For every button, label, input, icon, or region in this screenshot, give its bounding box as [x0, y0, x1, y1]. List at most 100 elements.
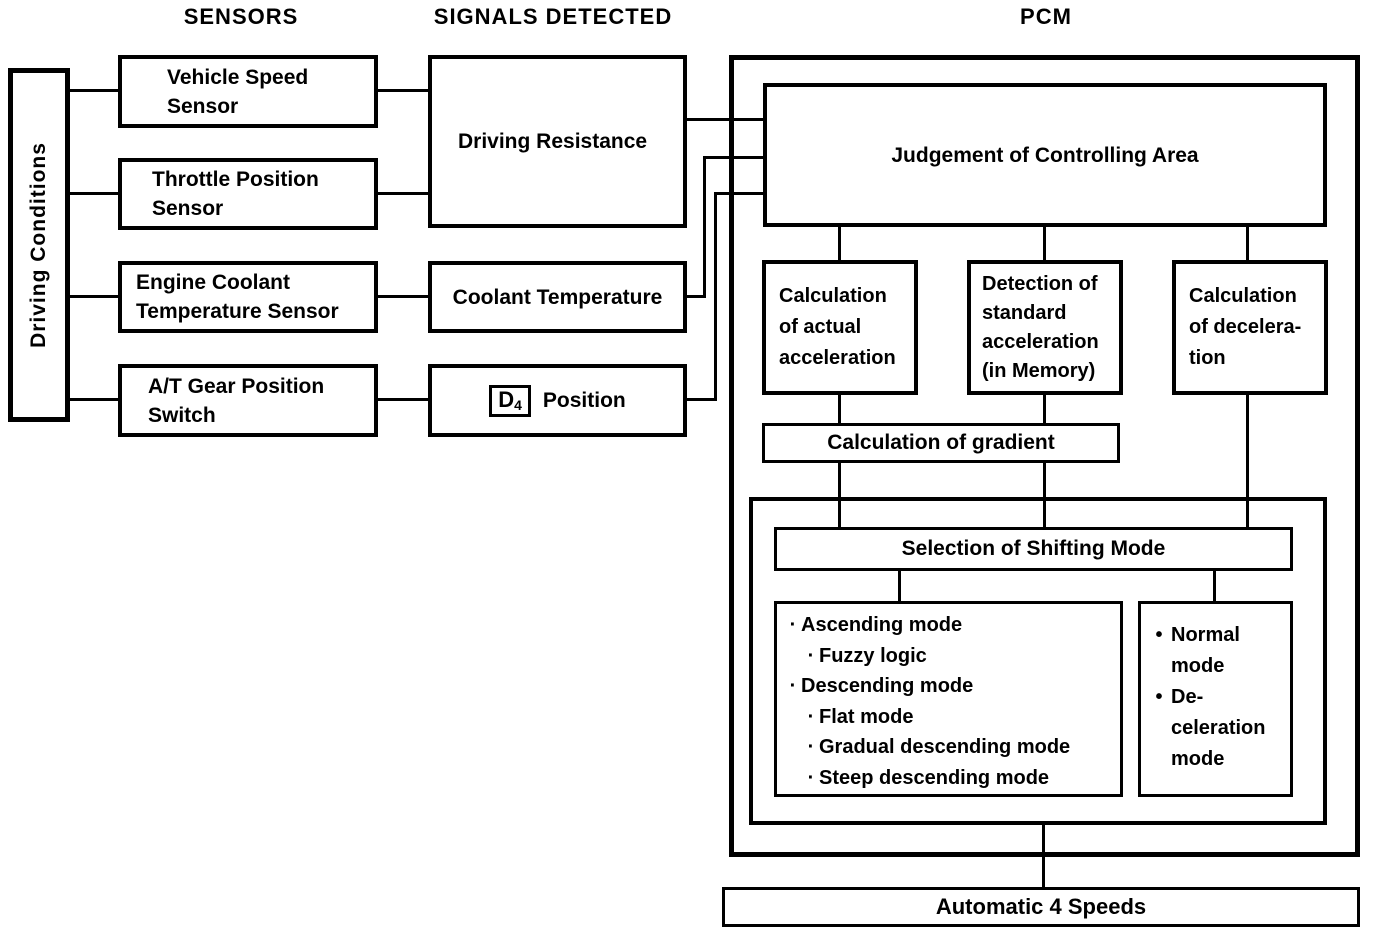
list-item: ·Ascending mode [777, 610, 1120, 641]
bullet-icon: · [807, 766, 815, 789]
calc-decel-line1: Calculation [1189, 285, 1297, 307]
list-item: • De- celeration mode [1147, 682, 1290, 775]
signals-detected-column-header: SIGNALS DETECTED [433, 4, 673, 29]
list-item: ·Descending mode [777, 671, 1120, 702]
bullet-icon: · [789, 614, 797, 636]
list-item: ·Fuzzy logic [777, 641, 1120, 672]
selection-shifting-mode-label: Selection of Shifting Mode [901, 537, 1166, 560]
sensors-column-header: SENSORS [183, 4, 299, 29]
list-item: ·Gradual descending mode [777, 732, 1120, 763]
calc-gradient-box: Calculation of gradient [762, 423, 1120, 463]
driving-conditions-box: Driving Conditions [8, 68, 70, 422]
at-gear-position-switch-line1: A/T Gear Position [148, 374, 325, 398]
vehicle-speed-sensor-line2: Sensor [167, 94, 239, 118]
shifting-mode-flat: Flat mode [819, 705, 914, 728]
list-item: ·Steep descending mode [777, 763, 1120, 794]
calc-decel-line3: tion [1189, 347, 1226, 369]
engine-coolant-temp-sensor-box: Engine Coolant Temperature Sensor [118, 261, 378, 333]
connector-coolant-elbow-h1 [687, 295, 705, 298]
deceleration-mode-line3: mode [1171, 748, 1225, 770]
bullet-icon: · [807, 644, 815, 667]
driving-conditions-label: Driving Conditions [27, 142, 50, 348]
connector-conditions-coolant [70, 295, 118, 298]
connector-coolant-judgement [703, 156, 763, 159]
connector-judgement-detection [1043, 227, 1046, 260]
at-gear-position-switch-box: A/T Gear Position Switch [118, 364, 378, 437]
connector-detection-gradient [1043, 395, 1046, 423]
connector-d4-elbow-v [714, 192, 717, 401]
d4-position-label: Position [542, 389, 626, 412]
connector-pcm-output [1042, 825, 1045, 887]
selection-shifting-mode-box: Selection of Shifting Mode [774, 527, 1293, 571]
bullet-icon: • [1155, 686, 1163, 708]
connector-conditions-vehicle [70, 89, 118, 92]
connector-conditions-throttle [70, 192, 118, 195]
list-item: ·Flat mode [777, 702, 1120, 733]
connector-gradient-selection-left [838, 463, 841, 527]
connector-gear-d4 [378, 398, 428, 401]
connector-coolant-elbow-v [703, 156, 706, 298]
connector-conditions-gear [70, 398, 118, 401]
at-gear-position-switch-line2: Switch [148, 403, 216, 427]
judgement-label: Judgement of Controlling Area [891, 143, 1199, 167]
calc-actual-line2: of actual [779, 316, 862, 338]
shifting-mode-ascending: Ascending mode [801, 614, 963, 636]
shifting-mode-fuzzy-logic: Fuzzy logic [819, 644, 927, 667]
bullet-icon: · [789, 675, 797, 697]
connector-d4-judgement [714, 192, 763, 195]
normal-mode-line1: Normal [1171, 624, 1240, 646]
normal-modes-list-box: • Normal mode • De- celeration mode [1138, 601, 1293, 797]
calc-gradient-label: Calculation of gradient [827, 431, 1055, 454]
connector-throttle-resistance [378, 192, 428, 195]
calc-actual-acceleration-box: Calculation of actual acceleration [762, 260, 918, 395]
throttle-position-sensor-line1: Throttle Position [152, 168, 319, 191]
engine-coolant-temp-sensor-line1: Engine Coolant [136, 271, 290, 294]
detection-line2: standard [982, 301, 1067, 324]
shifting-mode-descending: Descending mode [801, 675, 974, 697]
shifting-mode-steep-descending: Steep descending mode [819, 766, 1050, 789]
driving-resistance-label: Driving Resistance [458, 130, 648, 153]
connector-vehicle-resistance [378, 89, 428, 92]
pcm-column-header: PCM [1020, 4, 1072, 29]
automatic-4-speeds-label: Automatic 4 Speeds [935, 894, 1147, 919]
connector-coolant-temperature [378, 295, 428, 298]
throttle-position-sensor-line2: Sensor [152, 197, 224, 220]
vehicle-speed-sensor-box: Vehicle Speed Sensor [118, 55, 378, 128]
deceleration-mode-line2: celeration [1171, 717, 1266, 739]
bullet-icon: · [807, 705, 815, 728]
connector-d4-elbow-h1 [687, 398, 716, 401]
shifting-mode-gradual-descending: Gradual descending mode [819, 736, 1071, 758]
driving-resistance-box: Driving Resistance [428, 55, 687, 228]
connector-judgement-decel [1246, 227, 1249, 260]
shifting-modes-list-box: ·Ascending mode ·Fuzzy logic ·Descending… [774, 601, 1123, 797]
connector-gradient-selection-mid [1043, 463, 1046, 527]
connector-selection-normal-list [1213, 571, 1216, 601]
bullet-icon: · [807, 736, 815, 758]
coolant-temperature-label: Coolant Temperature [452, 285, 663, 309]
calc-actual-line1: Calculation [779, 285, 887, 307]
connector-decel-selection [1246, 395, 1249, 527]
connector-calc-actual-gradient [838, 395, 841, 423]
vehicle-speed-sensor-line1: Vehicle Speed [167, 65, 309, 89]
detection-standard-acceleration-box: Detection of standard acceleration (in M… [967, 260, 1123, 395]
connector-resistance-judgement [687, 118, 763, 121]
engine-coolant-temp-sensor-line2: Temperature Sensor [136, 300, 339, 323]
detection-line3: acceleration [982, 330, 1099, 353]
calc-decel-line2: of decelera- [1189, 316, 1302, 338]
coolant-temperature-box: Coolant Temperature [428, 261, 687, 333]
d4-subscript: 4 [514, 396, 522, 413]
connector-selection-shifting-list [898, 571, 901, 601]
normal-mode-line2: mode [1171, 655, 1225, 677]
detection-line4: (in Memory) [982, 359, 1096, 382]
deceleration-mode-line1: De- [1171, 686, 1204, 708]
automatic-4-speeds-box: Automatic 4 Speeds [722, 887, 1360, 927]
list-item: • Normal mode [1147, 620, 1290, 682]
connector-judgement-calc-actual [838, 227, 841, 260]
throttle-position-sensor-box: Throttle Position Sensor [118, 158, 378, 230]
bullet-icon: • [1155, 624, 1163, 646]
calc-deceleration-box: Calculation of decelera- tion [1172, 260, 1328, 395]
detection-line1: Detection of [982, 272, 1098, 295]
